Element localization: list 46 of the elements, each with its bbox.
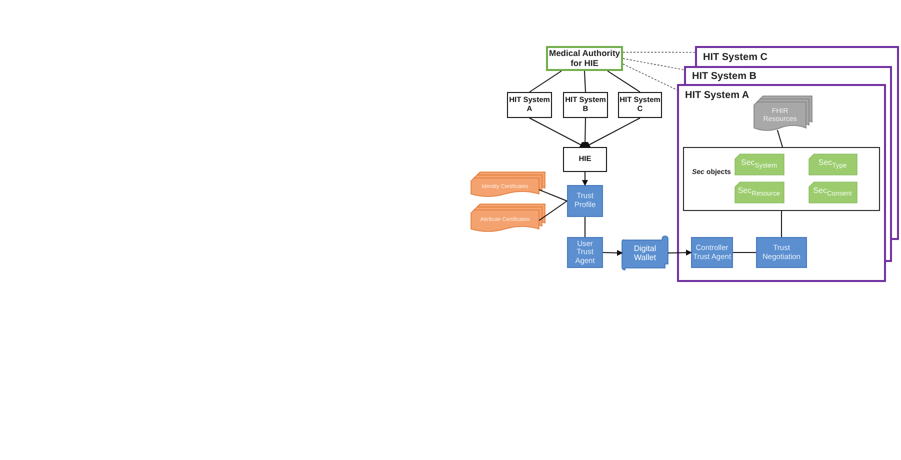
certificate-stack	[471, 172, 545, 196]
wallet-scroll	[622, 236, 668, 270]
system-panel	[684, 66, 892, 85]
system-box	[618, 92, 662, 118]
process-box	[756, 237, 807, 268]
group-box	[683, 147, 880, 211]
connector-line	[776, 130, 783, 148]
object-tag	[734, 154, 784, 174]
node-label: HIT System B	[692, 71, 756, 83]
dashed-connector	[622, 52, 696, 53]
connector-line	[732, 252, 756, 253]
process-box	[691, 237, 733, 268]
object-tag	[734, 182, 784, 202]
connector-line	[781, 210, 782, 238]
node-label: Sec$_{Consent}$	[813, 186, 852, 198]
system-panel	[677, 84, 886, 282]
dashed-connector	[622, 64, 678, 90]
system-panel	[695, 46, 899, 67]
system-box	[507, 92, 552, 118]
connector-line	[607, 70, 640, 92]
resource-stack	[754, 96, 812, 130]
arrow	[582, 118, 588, 148]
arrow	[529, 118, 586, 148]
node-label: Digital Wallet	[632, 244, 658, 262]
certificate-stack	[471, 204, 545, 231]
node-label: HIT System C	[703, 52, 768, 64]
system-box	[563, 147, 607, 172]
node-label: Sec$_{Resource}$	[738, 186, 780, 198]
node-label: Medical Authority for HIE	[548, 48, 621, 68]
connector-line	[584, 216, 586, 238]
node-label: Sec$_{Type}$	[818, 158, 847, 170]
connector-line	[584, 70, 586, 92]
dashed-connector	[622, 58, 684, 70]
panel-title: HIT System A	[685, 90, 750, 102]
arrow	[602, 250, 623, 256]
object-tag	[808, 154, 856, 174]
connector-line	[538, 189, 568, 202]
process-box	[567, 185, 603, 217]
arrow	[668, 250, 692, 256]
arrow	[584, 118, 640, 148]
process-box	[567, 237, 603, 268]
system-box	[563, 92, 608, 118]
arrow	[582, 172, 588, 186]
object-tag	[808, 182, 856, 202]
connector-line	[529, 70, 562, 92]
node-label: Sec$_{System}$	[741, 158, 777, 170]
